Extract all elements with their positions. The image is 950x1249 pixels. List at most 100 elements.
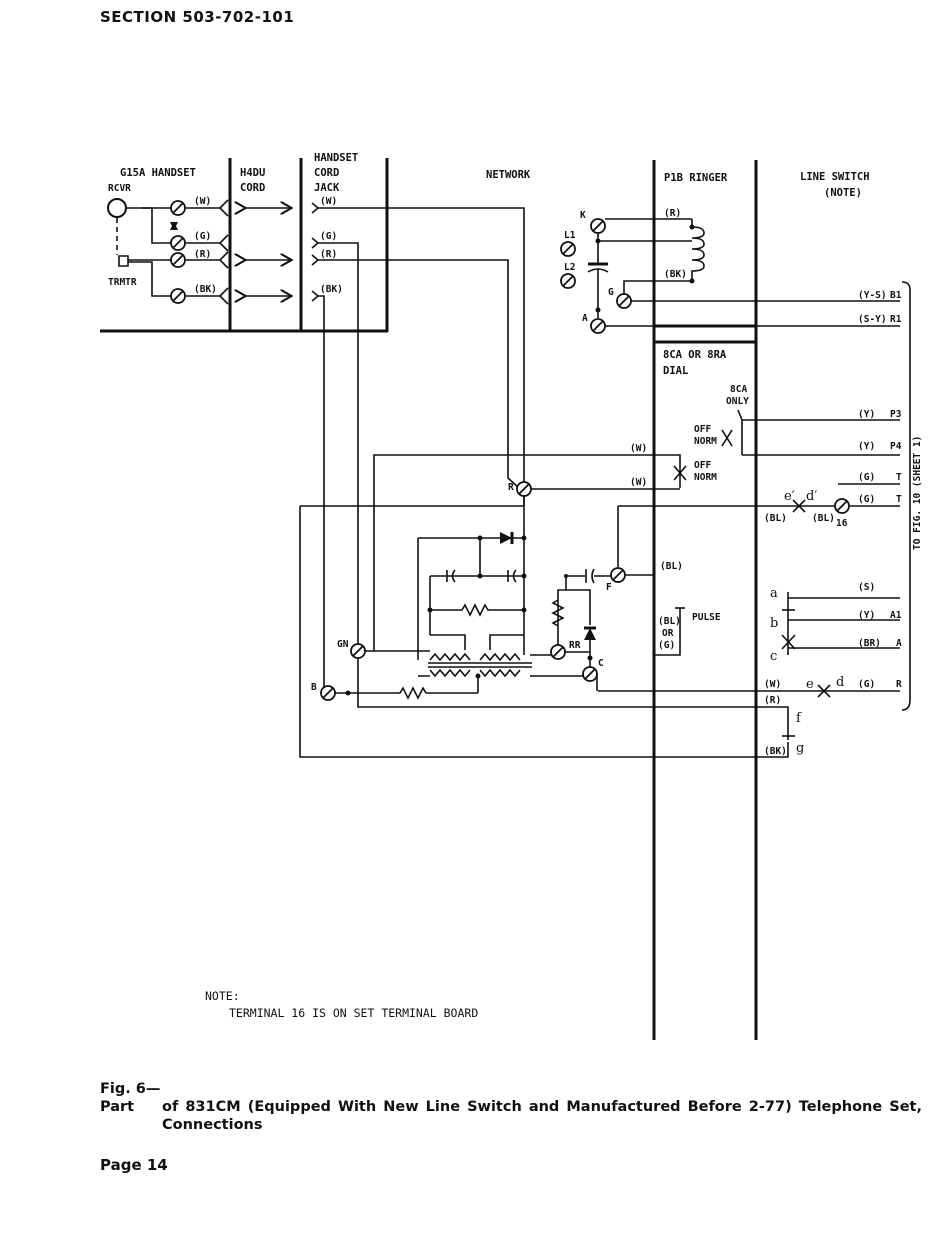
jack-heading-2: CORD xyxy=(314,167,339,179)
to-fig-label: TO FIG. 10 (SHEET 1) xyxy=(912,436,923,550)
network-heading: NETWORK xyxy=(486,169,531,181)
cord-heading-1: H4DU xyxy=(240,167,265,179)
lbl-norm1: NORM xyxy=(694,436,717,447)
lbl-w1: (W) xyxy=(194,196,211,207)
lbl-bk4: (BK) xyxy=(764,746,787,757)
lbl-bk3: (BK) xyxy=(664,269,687,280)
lbl-g6: (G) xyxy=(658,640,675,651)
page-number: Page 14 xyxy=(100,1156,168,1174)
lbl-r1: (R) xyxy=(194,249,211,260)
receiver-icon xyxy=(107,198,127,218)
cord-heading-2: CORD xyxy=(240,182,265,194)
lbl-e-small: e xyxy=(806,677,814,692)
lbl-off2: OFF xyxy=(694,460,711,471)
jack-heading-1: HANDSET xyxy=(314,152,358,164)
caption-fig: Fig. 6—Part xyxy=(100,1081,161,1115)
lbl-r1: R1 xyxy=(890,314,902,325)
line-switch-section: (Y-S) B1 (S-Y) R1 8CA ONLY (Y) P3 (Y) P4… xyxy=(299,281,923,758)
lbl-a-small: a xyxy=(770,586,778,601)
lbl-d-small: d xyxy=(836,675,844,690)
lbl-bl2: (BL) xyxy=(812,513,835,524)
handset-heading: G15A HANDSET xyxy=(120,167,196,179)
lbl-b1: B1 xyxy=(890,290,902,301)
lbl-p3: P3 xyxy=(890,409,902,420)
lbl-bk1: (BK) xyxy=(194,284,217,295)
cord-arrows xyxy=(244,208,290,296)
lbl-w5: (W) xyxy=(764,679,781,690)
lbl-y3: (Y) xyxy=(858,610,875,621)
lbl-off1: OFF xyxy=(694,424,711,435)
lbl-g-small: g xyxy=(796,741,804,756)
lbl-a-term: A xyxy=(896,638,902,649)
section-header: SECTION 503-702-101 xyxy=(100,8,295,26)
lbl-y2: (Y) xyxy=(858,441,875,452)
lbl-R: R xyxy=(508,482,514,493)
lbl-bk2: (BK) xyxy=(320,284,343,295)
lbl-br: (BR) xyxy=(858,638,881,649)
lbl-GN: GN xyxy=(337,639,349,650)
note-title: NOTE: xyxy=(205,989,240,1003)
line-switch-heading-1: LINE SWITCH xyxy=(800,171,870,183)
lbl-pulse: PULSE xyxy=(692,612,721,623)
dial-heading-2: DIAL xyxy=(663,365,688,377)
lbl-d-prime: d′ xyxy=(806,489,817,504)
network-internals: R GN B RR xyxy=(311,481,721,701)
lbl-b-small: b xyxy=(770,616,778,631)
lbl-w2: (W) xyxy=(320,196,337,207)
lbl-g2: (G) xyxy=(320,231,337,242)
lbl-A: A xyxy=(582,313,588,324)
ringer-heading: P1B RINGER xyxy=(664,172,728,184)
lbl-norm2: NORM xyxy=(694,472,717,483)
lbl-f-small: f xyxy=(796,711,802,726)
line-switch-heading-2: (NOTE) xyxy=(824,187,862,199)
lbl-B: B xyxy=(311,682,317,693)
transmitter-icon xyxy=(118,255,129,267)
lbl-only: ONLY xyxy=(726,396,749,407)
lbl-c-small: c xyxy=(770,649,777,664)
lbl-RR: RR xyxy=(569,640,581,651)
lbl-w4: (W) xyxy=(630,477,647,488)
lbl-L2: L2 xyxy=(564,262,575,273)
lbl-bl3: (BL) xyxy=(660,561,683,572)
handset-section: RCVR TRMTR (W) (G) (R) (BK) xyxy=(107,183,229,305)
lbl-ys: (Y-S) xyxy=(858,290,887,301)
lbl-bl4: (BL) xyxy=(658,616,681,627)
column-dividers xyxy=(100,158,758,1040)
lbl-y1: (Y) xyxy=(858,409,875,420)
lbl-8ca: 8CA xyxy=(730,384,747,395)
lbl-p4: P4 xyxy=(890,441,902,452)
lbl-s: (S) xyxy=(858,582,875,593)
lbl-16: 16 xyxy=(836,518,848,529)
trmtr-label: TRMTR xyxy=(108,277,137,288)
lbl-or: OR xyxy=(662,628,674,639)
jack-network-wires xyxy=(318,207,525,693)
ringer-section: K L1 L2 G A (R) (BK) xyxy=(560,208,900,334)
lbl-w3: (W) xyxy=(630,443,647,454)
lbl-C: C xyxy=(598,658,604,669)
caption-line2: Connections xyxy=(162,1117,263,1133)
jack-section: (W) (G) (R) (BK) xyxy=(311,196,343,302)
jack-heading-3: JACK xyxy=(314,182,340,194)
note-text: TERMINAL 16 IS ON SET TERMINAL BOARD xyxy=(229,1006,478,1020)
lbl-F: F xyxy=(606,582,612,593)
lbl-t1: T xyxy=(896,472,902,483)
lbl-r4: (R) xyxy=(764,695,781,706)
lbl-L1: L1 xyxy=(564,230,576,241)
lbl-r3: (R) xyxy=(664,208,681,219)
lbl-g4: (G) xyxy=(858,494,875,505)
lbl-a1: A1 xyxy=(890,610,902,621)
lbl-r-term: R xyxy=(896,679,902,690)
lbl-bl1: (BL) xyxy=(764,513,787,524)
dial-heading-1: 8CA OR 8RA xyxy=(663,349,727,361)
lbl-t2: T xyxy=(896,494,902,505)
lbl-sy: (S-Y) xyxy=(858,314,887,325)
lbl-K: K xyxy=(580,210,586,221)
rcvr-label: RCVR xyxy=(108,183,131,194)
lbl-r2: (R) xyxy=(320,249,337,260)
lbl-g5: (G) xyxy=(858,679,875,690)
lbl-g1: (G) xyxy=(194,231,211,242)
lbl-e-prime: e′ xyxy=(784,489,795,504)
lbl-g3: (G) xyxy=(858,472,875,483)
